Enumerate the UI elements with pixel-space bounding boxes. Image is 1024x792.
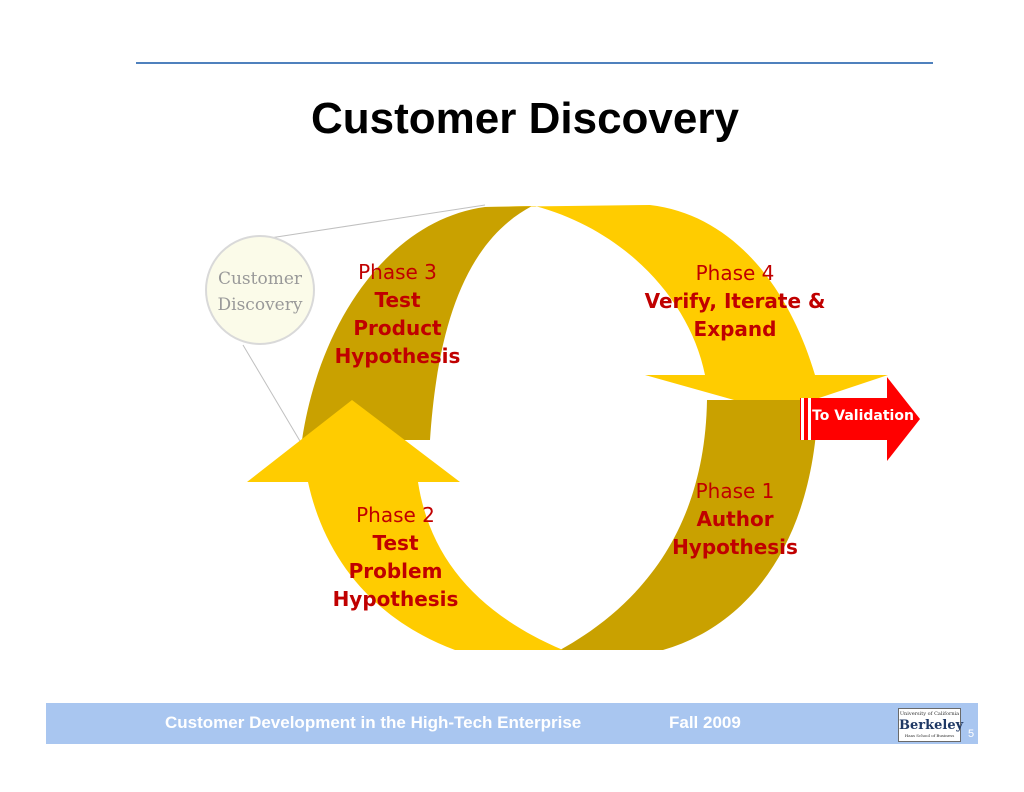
phase-name-line: Problem	[348, 559, 443, 583]
page-number: 5	[968, 728, 975, 740]
phase-number: Phase 4	[695, 261, 775, 285]
cycle-arc-phase3	[302, 206, 532, 440]
phase-name-line: Author	[696, 507, 774, 531]
phase-1-label: Phase 1 Author Hypothesis	[655, 477, 815, 561]
phase-2-label: Phase 2 Test Problem Hypothesis	[318, 501, 473, 613]
circle-label-line: Customer	[217, 269, 303, 289]
phase-number: Phase 3	[358, 260, 437, 284]
header-rule	[136, 62, 933, 64]
zoom-line-top	[269, 204, 486, 239]
slide-title: Customer Discovery	[311, 94, 739, 143]
cycle-arc-phase2	[247, 400, 563, 650]
logo-line-berkeley: Berkeley	[899, 718, 964, 733]
exit-arrow-stripe-1	[801, 398, 804, 440]
phase-name-line: Product	[353, 316, 442, 340]
to-validation-label: To Validation	[812, 408, 914, 424]
phase-name-line: Test	[372, 531, 419, 555]
to-validation-arrow	[800, 377, 920, 461]
phase-name-line: Hypothesis	[334, 344, 461, 368]
cycle-arc-phase4	[485, 205, 888, 412]
phase-name-line: Verify, Iterate &	[644, 289, 826, 313]
berkeley-haas-logo: University of California Berkeley Haas S…	[898, 708, 964, 742]
logo-line-university: University of California	[899, 711, 960, 717]
customer-discovery-label: Customer Discovery	[205, 266, 315, 318]
phase-number: Phase 2	[356, 503, 435, 527]
phase-4-label: Phase 4 Verify, Iterate & Expand	[620, 259, 850, 343]
circle-label-line: Discovery	[217, 295, 303, 315]
footer-term: Fall 2009	[669, 713, 741, 732]
phase-name-line: Hypothesis	[672, 535, 798, 559]
cycle-arc-phase1	[560, 400, 818, 650]
logo-line-haas: Haas School of Business	[904, 733, 955, 738]
phase-name-line: Expand	[693, 317, 777, 341]
phase-3-label: Phase 3 Test Product Hypothesis	[320, 258, 475, 370]
customer-discovery-circle	[205, 235, 315, 345]
phase-name-line: Test	[374, 288, 421, 312]
footer-course-title: Customer Development in the High-Tech En…	[165, 713, 582, 732]
exit-arrow-stripe-2	[808, 398, 811, 440]
phase-name-line: Hypothesis	[332, 587, 459, 611]
phase-number: Phase 1	[695, 479, 775, 503]
footer-band	[46, 703, 978, 744]
